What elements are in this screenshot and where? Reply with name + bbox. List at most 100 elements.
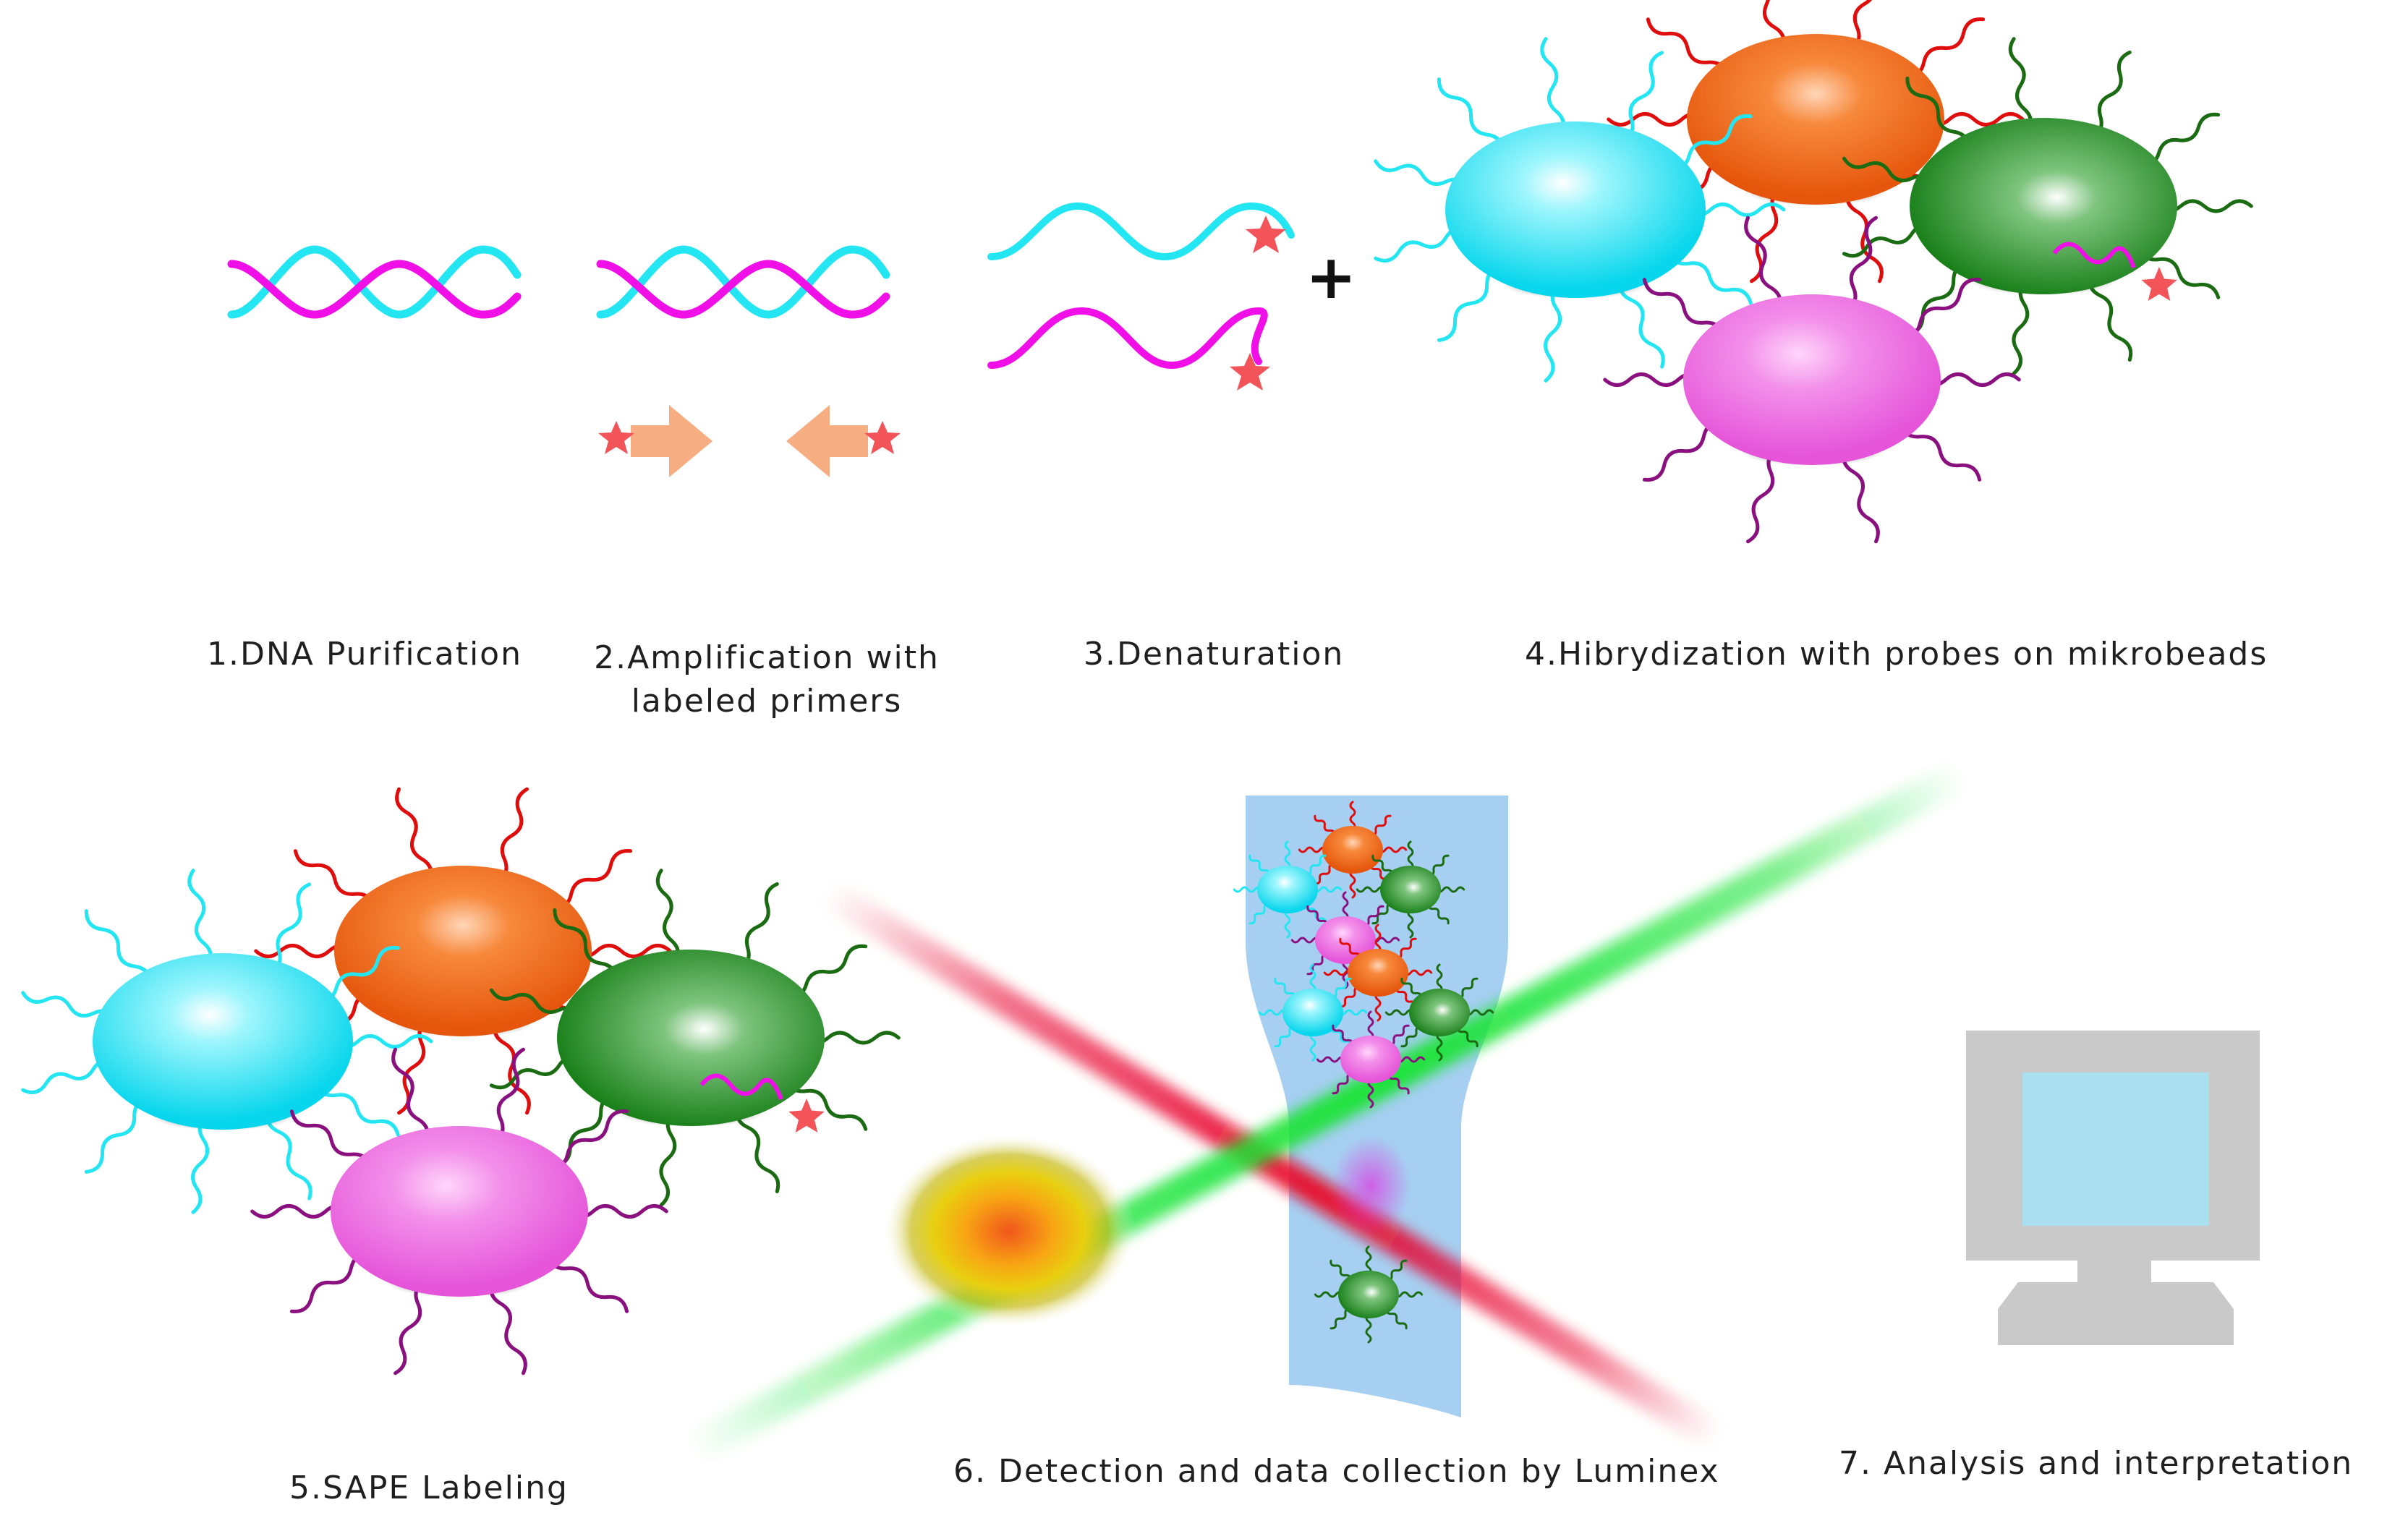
cyan-microbead (1258, 963, 1368, 1062)
probe-strand (1842, 446, 1880, 544)
probe-strand (265, 1107, 312, 1201)
probe-strand (491, 1047, 525, 1145)
probe-strand (1744, 216, 1782, 313)
red-laser-beam (820, 880, 1724, 1450)
probe-strand (553, 908, 618, 984)
probe-strand (2008, 37, 2033, 134)
bead-body (1315, 916, 1376, 964)
probe-strand (1356, 886, 1386, 893)
bead-body (1338, 1271, 1399, 1318)
label-star-icon (1230, 353, 1270, 391)
probe-strand (1306, 905, 1329, 927)
probe-strand (1284, 908, 1291, 939)
bead-body (1257, 866, 1318, 913)
label-star-icon (598, 421, 634, 454)
probe-strand (1437, 264, 1505, 342)
probe-strand (1387, 1072, 1410, 1095)
labeled-target-strand (2052, 242, 2136, 269)
probe-strand (1248, 854, 1271, 877)
probe-strand (1387, 1024, 1410, 1046)
bead-body (1348, 949, 1408, 997)
probe-strand (1365, 1245, 1372, 1276)
probe-strand (1464, 1009, 1494, 1016)
step-5-label: 5.SAPE Labeling (289, 1470, 569, 1506)
single-strand-magenta (987, 307, 1270, 391)
probe-strand (1384, 1009, 1415, 1016)
probe-strand (1367, 1078, 1374, 1109)
probe-strand (1400, 977, 1423, 999)
probe-strand (1332, 1072, 1354, 1095)
probe-strand (1365, 1313, 1372, 1344)
probe-strand (1371, 854, 1394, 877)
step-2-label-line2: labeled primers (631, 683, 903, 720)
sape-star-icon (788, 1099, 825, 1133)
probe-strand (391, 1047, 430, 1145)
green-microbead (1356, 840, 1465, 939)
probe-strand (2012, 278, 2030, 375)
single-strand-cyan (987, 202, 1295, 261)
probe-strand (1427, 854, 1450, 877)
step-6-label: 6. Detection and data collection by Lumi… (953, 1453, 1720, 1490)
probe-strand (1298, 846, 1328, 853)
probe-strand (1618, 276, 1665, 369)
probe-strand (1349, 801, 1356, 831)
probe-strand (191, 1114, 210, 1214)
probe-strand (784, 1076, 868, 1131)
labeled-primer-forward (598, 405, 712, 477)
probe-strand (267, 882, 312, 976)
probe-strand (1436, 963, 1443, 994)
plus-symbol: + (1306, 242, 1356, 312)
probe-strand (1435, 886, 1465, 893)
step-2-label-line1: 2.Amplification with (594, 639, 940, 676)
probe-strand (395, 787, 433, 884)
probe-strand (1367, 1010, 1374, 1041)
probe-strand (1436, 1031, 1443, 1062)
probe-strand (1540, 37, 1565, 137)
step-2-label: 2.Amplification with labeled primers (571, 636, 962, 723)
green-microbead (1384, 963, 1494, 1062)
probe-strand (1374, 991, 1382, 1022)
probe-strand (1642, 278, 1726, 339)
probe-strand (293, 849, 377, 911)
probe-strand (1456, 1025, 1479, 1048)
probe-strand (1332, 1024, 1354, 1046)
probe-strand (1646, 17, 1730, 79)
label-star-icon (1246, 216, 1286, 253)
bead-body (557, 950, 825, 1126)
probe-strand (187, 869, 213, 969)
probe-strand (1427, 903, 1450, 925)
probe-strand (1274, 977, 1296, 999)
probe-strand (1377, 846, 1408, 853)
bead-body (1322, 826, 1383, 874)
probe-strand (1284, 840, 1291, 871)
probe-strand (1314, 814, 1336, 837)
monitor-screen (2022, 1072, 2209, 1226)
fluorescence-emission-spot (882, 1133, 1136, 1329)
bead-body (1340, 1036, 1401, 1083)
probe-strand (1403, 969, 1433, 976)
green-microbead (1314, 1245, 1424, 1344)
probe-strand (1544, 282, 1562, 383)
orange-microbead (1323, 924, 1433, 1022)
probe-strand (1393, 1291, 1424, 1298)
probe-strand (1314, 1291, 1344, 1298)
labeled-target-strand (699, 1073, 783, 1101)
step-3-label: 3.Denaturation (1084, 636, 1345, 673)
probe-strand (84, 1096, 153, 1174)
probe-strand (1407, 908, 1414, 939)
probe-strand (655, 869, 680, 965)
probe-strand (736, 882, 779, 972)
cyan-microbead (21, 869, 433, 1214)
probe-strand (1845, 186, 1884, 283)
probe-strand (1329, 1308, 1352, 1330)
probe-strand (1314, 863, 1336, 885)
step-1-label: 1.DNA Purification (207, 636, 522, 673)
probe-strand (1290, 937, 1321, 944)
cyan-microbead (1233, 840, 1343, 939)
probe-strand (1329, 1259, 1352, 1281)
step-4-label: 4.Hibrydization with probes on mikrobead… (1525, 636, 2268, 673)
probe-strand (1847, 0, 1873, 53)
probe-strand (1437, 77, 1505, 155)
green-microbead (489, 869, 901, 1207)
